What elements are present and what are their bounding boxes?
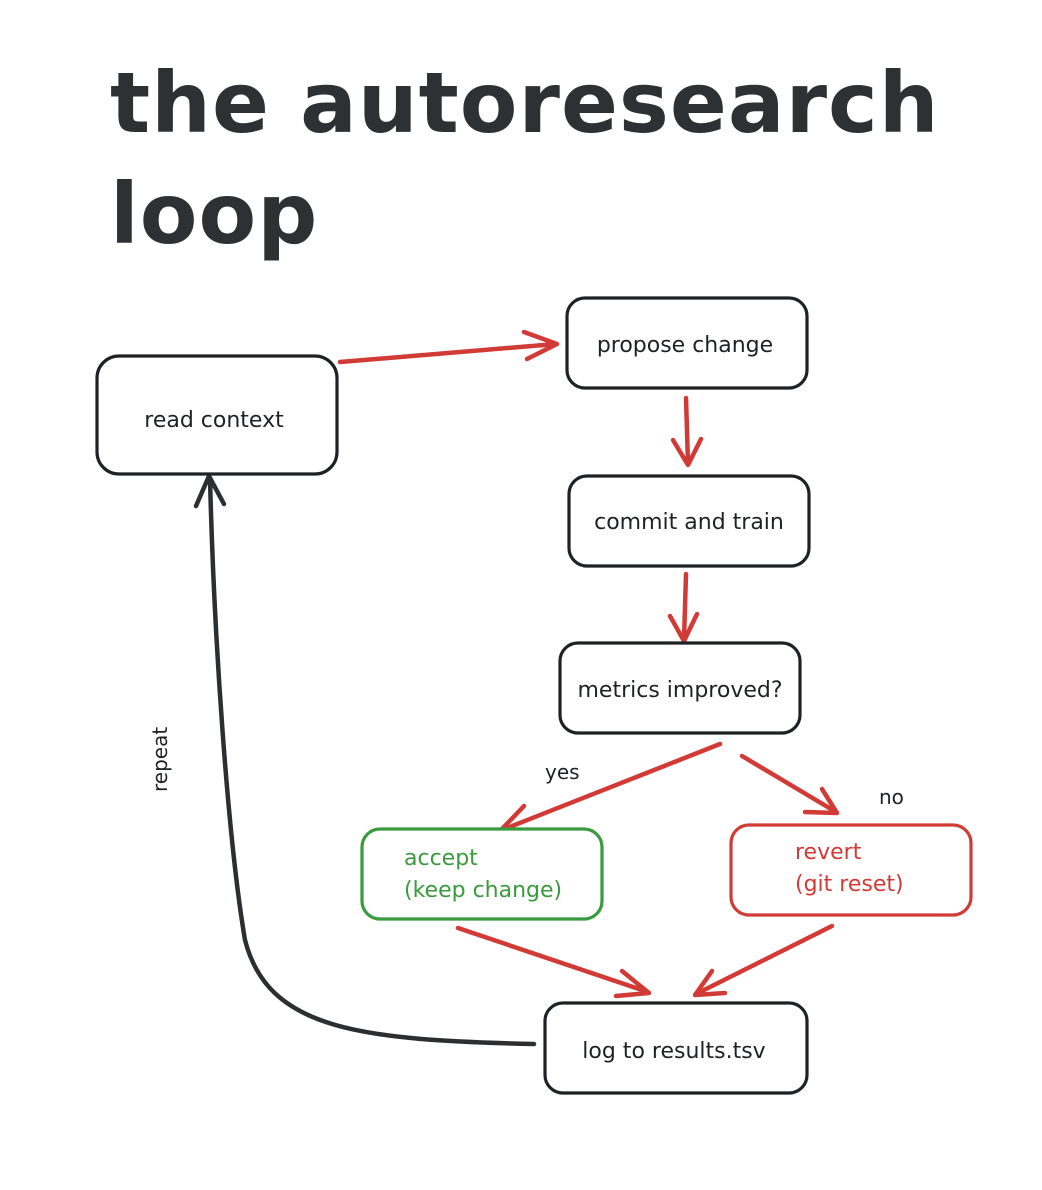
- node-log-results: log to results.tsv: [543, 1001, 809, 1095]
- node-revert-label-2: (git reset): [795, 872, 904, 897]
- edge-metrics-to-accept: [498, 741, 723, 834]
- node-revert-label-1: revert: [795, 840, 862, 865]
- edge-label-no: no: [879, 785, 904, 809]
- edge-commit-to-metrics: [667, 571, 700, 644]
- node-commit-and-train: commit and train: [567, 474, 811, 568]
- edge-propose-to-commit: [670, 395, 704, 468]
- node-accept-label-1: accept: [404, 846, 478, 871]
- edge-accept-to-log: [455, 925, 652, 999]
- edge-read-to-propose: [337, 329, 560, 365]
- diagram-title-line-1: the autoresearch: [110, 54, 940, 152]
- node-read-context-label: read context: [144, 408, 284, 433]
- node-accept: accept (keep change): [360, 827, 604, 921]
- node-propose-change: propose change: [565, 296, 809, 390]
- node-read-context: read context: [95, 354, 339, 476]
- node-accept-label-2: (keep change): [404, 878, 562, 903]
- edge-log-to-read-repeat: [193, 473, 537, 1047]
- edge-metrics-to-revert: [739, 753, 840, 816]
- node-commit-and-train-label: commit and train: [594, 510, 784, 535]
- edge-label-repeat: repeat: [148, 727, 172, 792]
- node-propose-change-label: propose change: [597, 333, 773, 358]
- edge-revert-to-log: [692, 923, 835, 998]
- node-metrics-improved: metrics improved?: [558, 641, 802, 735]
- node-metrics-improved-label: metrics improved?: [577, 678, 782, 703]
- edge-label-yes: yes: [545, 760, 580, 784]
- node-revert: revert (git reset): [729, 823, 973, 917]
- node-log-results-label: log to results.tsv: [582, 1039, 765, 1064]
- diagram-title-line-2: loop: [110, 165, 318, 263]
